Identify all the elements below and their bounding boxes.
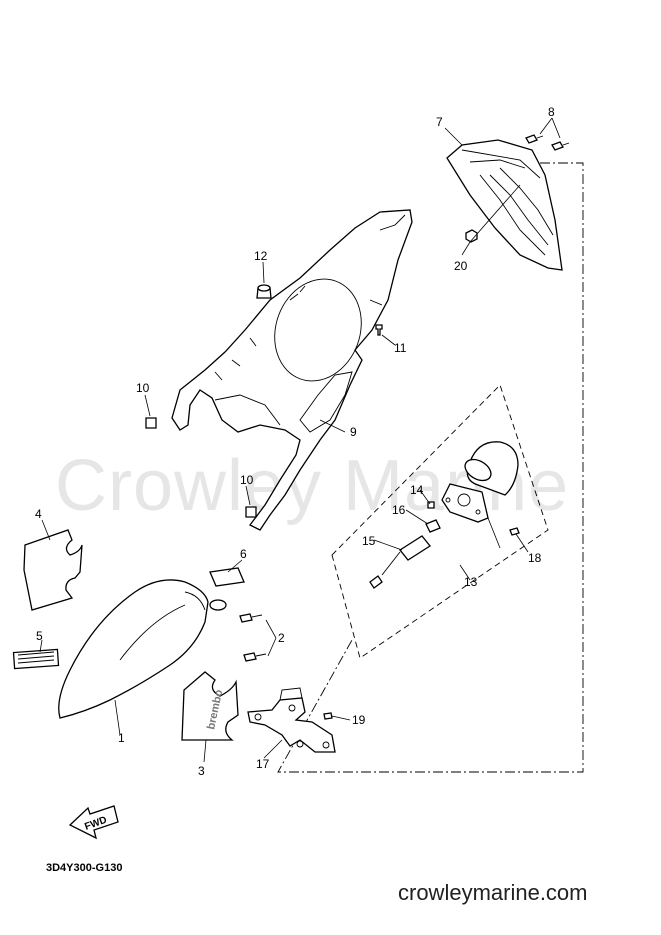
site-url: crowleymarine.com (398, 880, 588, 905)
part-4-decal (23, 529, 83, 611)
callout-20: 20 (454, 259, 468, 273)
part-6-decal (209, 567, 245, 587)
leader-lines (39, 117, 561, 763)
callout-3: 3 (198, 764, 205, 778)
callout-7: 7 (436, 115, 443, 129)
callout-10-upper: 10 (136, 381, 150, 395)
drawing-code: 3D4Y300-G130 (46, 862, 122, 874)
callout-9: 9 (350, 425, 357, 439)
part-17-bracket (247, 687, 336, 753)
callout-6: 6 (240, 547, 247, 561)
callout-10-lower: 10 (240, 473, 254, 487)
part-1-front-fender (58, 579, 227, 719)
callout-14: 14 (410, 483, 424, 497)
callout-17: 17 (256, 757, 270, 771)
callout-8: 8 (548, 105, 555, 119)
fwd-arrow: FWD (68, 805, 119, 840)
callout-4: 4 (35, 507, 42, 521)
part-18-screw (509, 527, 520, 536)
part-2-bolts (239, 613, 267, 662)
part-10-clip-lower (245, 506, 257, 518)
callout-2: 2 (278, 631, 285, 645)
callout-13: 13 (464, 575, 478, 589)
callout-19: 19 (352, 713, 366, 727)
callout-5: 5 (36, 629, 43, 643)
callout-18: 18 (528, 551, 542, 565)
callout-1: 1 (118, 731, 125, 745)
callout-11: 11 (394, 341, 407, 355)
callout-12: 12 (254, 249, 268, 263)
part-9-side-cover (171, 209, 413, 531)
part-3-brembo-decal: brembo (181, 671, 239, 741)
tail-light-lens (464, 441, 519, 496)
assembly-boundary-line (277, 162, 584, 773)
part-15-socket (369, 535, 431, 589)
tail-light-group-outline (331, 384, 549, 659)
part-8-bolts (525, 134, 570, 151)
part-16-bulb (425, 519, 441, 533)
part-10-clip-upper (145, 417, 157, 429)
callout-15: 15 (362, 534, 376, 548)
part-12-grommet (256, 284, 272, 299)
callout-16: 16 (392, 503, 406, 517)
part-19-screw (323, 712, 333, 720)
part-11-screw (375, 324, 383, 336)
part-7-rear-cowl (446, 139, 563, 271)
part-20-nut (465, 229, 478, 243)
part-5-emblem (12, 648, 60, 670)
